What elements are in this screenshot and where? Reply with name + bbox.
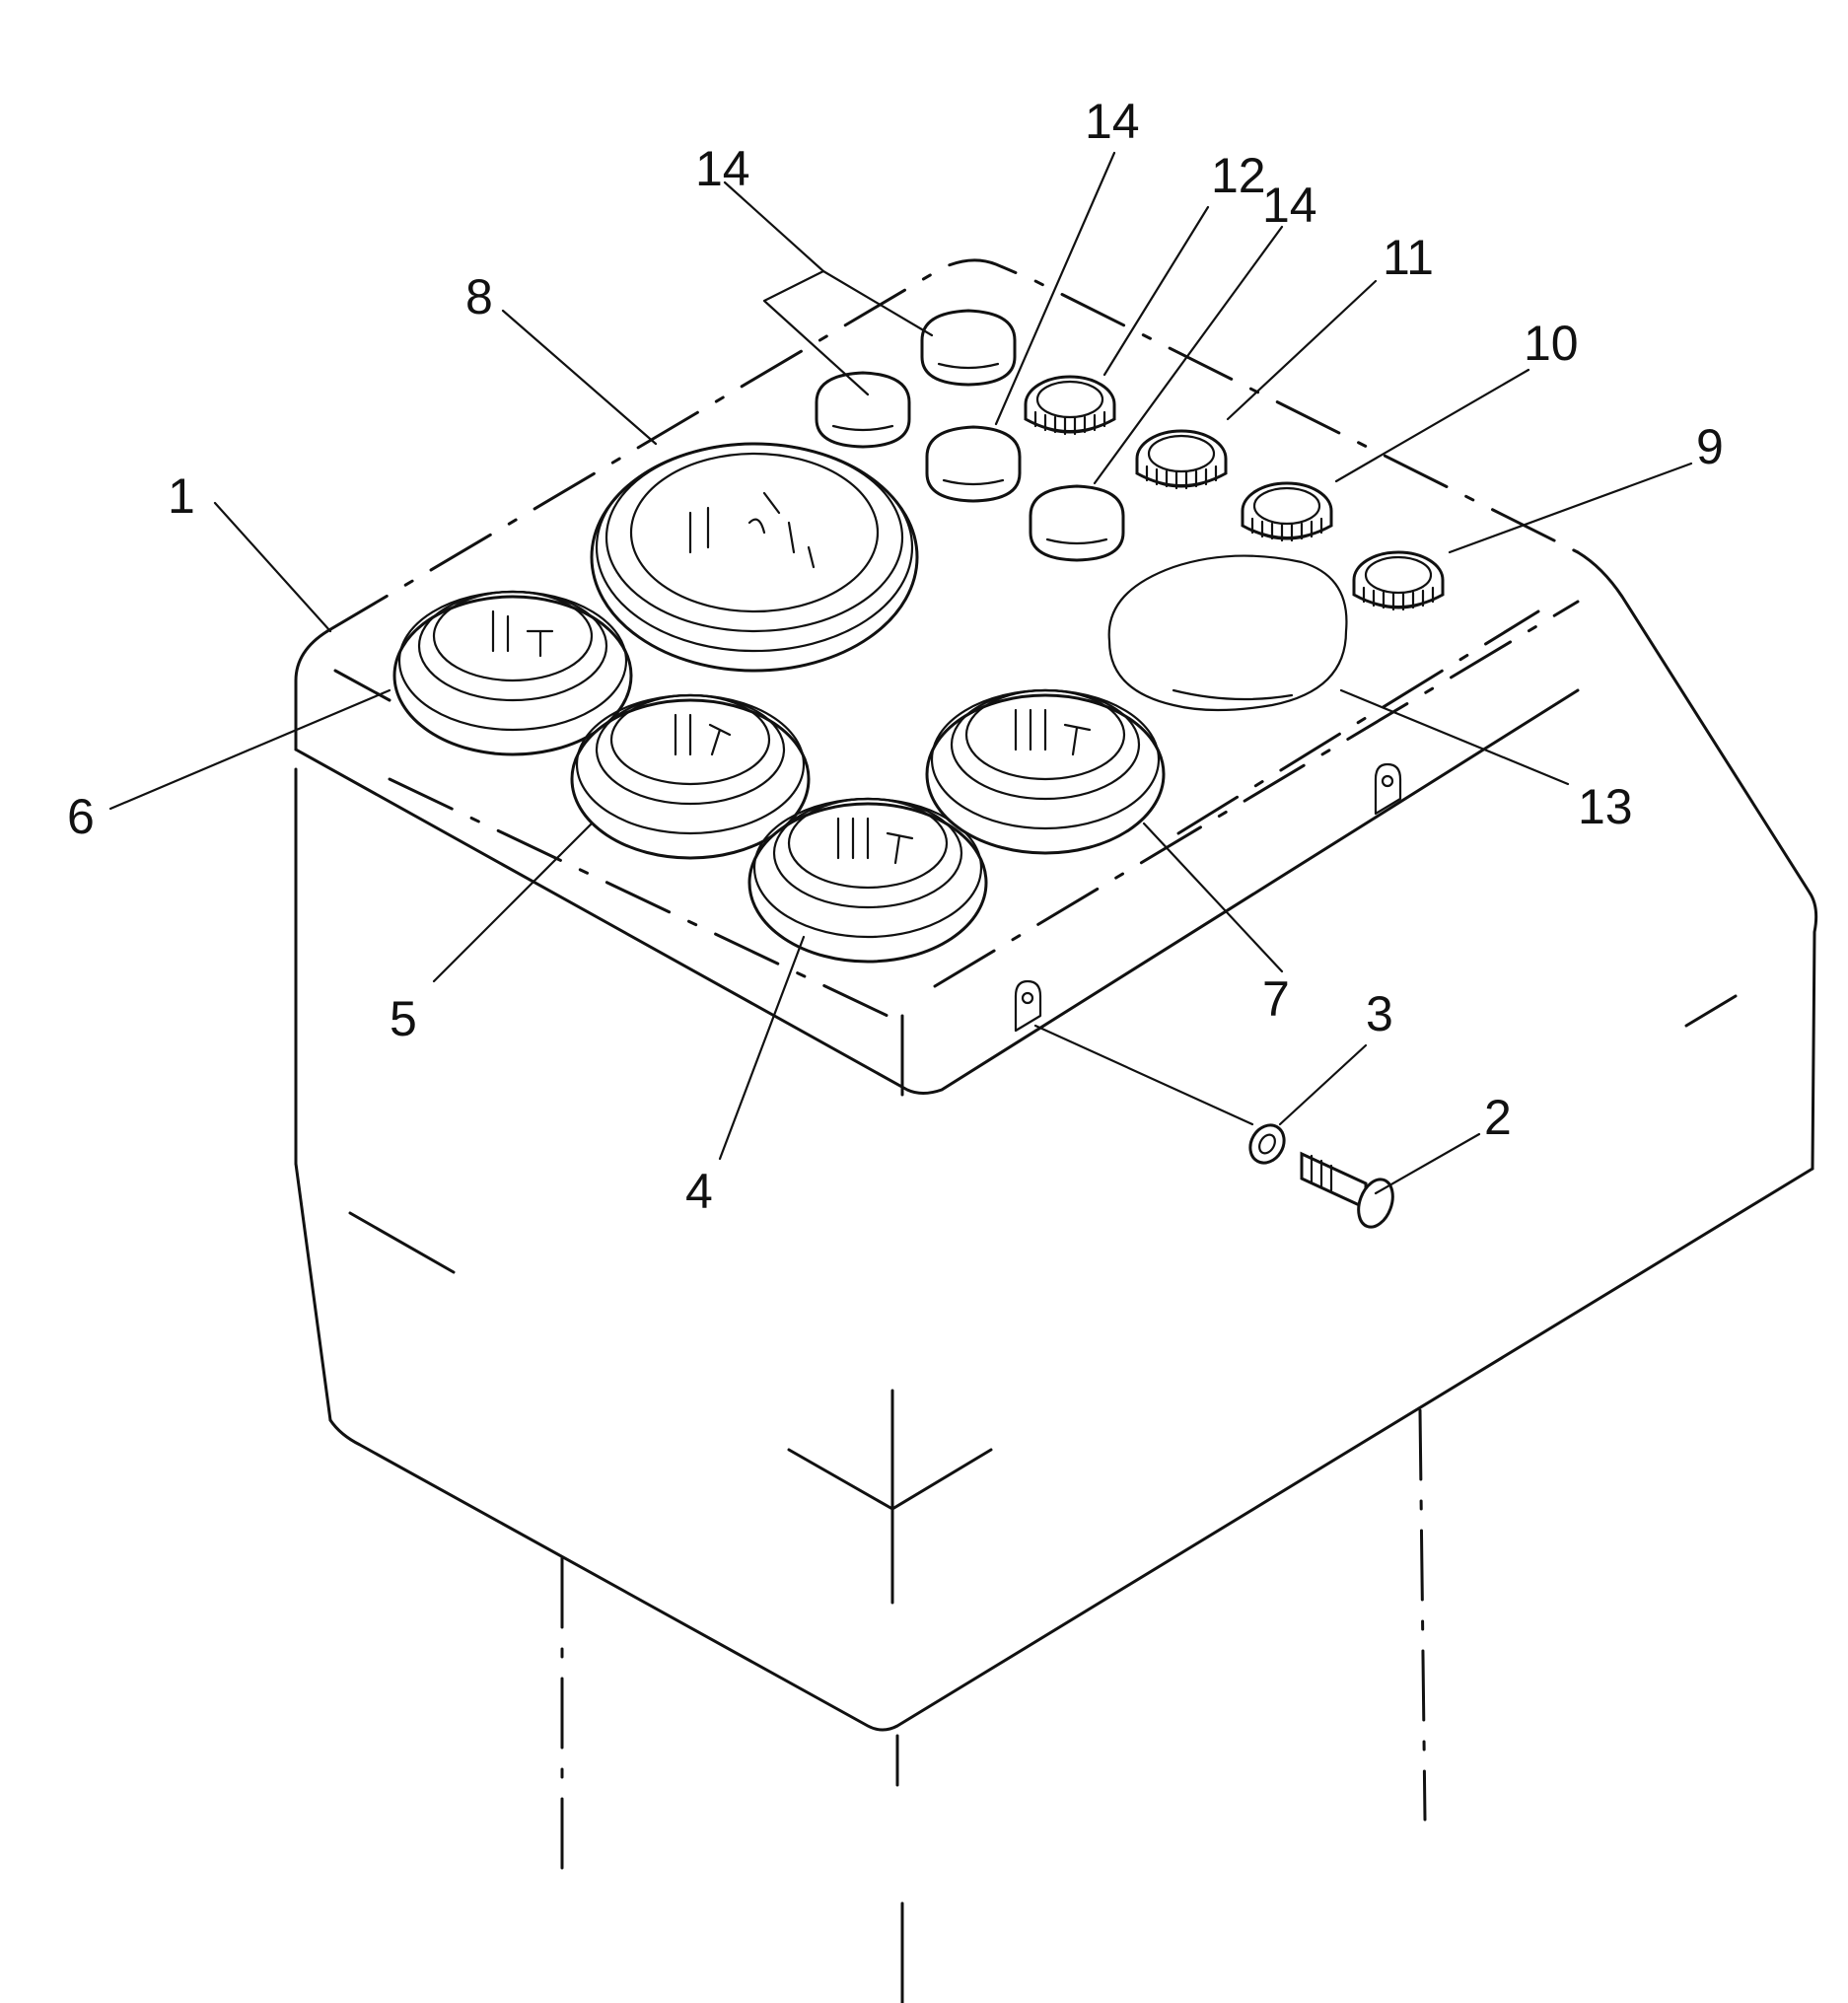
gauge-7: [925, 688, 1166, 855]
callout-11: 11: [1383, 230, 1434, 285]
callout-1: 1: [168, 468, 195, 524]
callout-4: 4: [685, 1164, 713, 1219]
knob-11: [1135, 429, 1228, 490]
callout-8: 8: [465, 269, 493, 324]
knob-12: [1024, 375, 1116, 436]
callout-5: 5: [390, 991, 417, 1046]
blank-plate: [1107, 554, 1348, 712]
callout-13: 13: [1578, 779, 1633, 834]
callout-labels: 1 2 3 4 5 6 7 8 9 10 11 12 13 14 14 14: [67, 94, 1724, 1219]
lamp-cap: [920, 309, 1017, 387]
gauge-4: [747, 797, 988, 964]
callout-2: 2: [1484, 1090, 1512, 1145]
knobs: [1024, 375, 1445, 611]
callout-6: 6: [67, 789, 95, 844]
lamp-caps: [815, 309, 1125, 562]
callout-10: 10: [1524, 316, 1579, 371]
knob-10: [1241, 481, 1333, 542]
callout-7: 7: [1262, 971, 1290, 1027]
callout-14-left: 14: [695, 141, 750, 196]
lamp-cap: [1029, 484, 1125, 562]
gauge-5: [570, 693, 811, 860]
leader-lines: [108, 151, 1693, 1195]
lamp-cap: [815, 371, 911, 449]
callout-9: 9: [1696, 419, 1724, 474]
callout-3: 3: [1366, 986, 1393, 1041]
large-gauge: [590, 442, 919, 673]
gauge-6: [392, 590, 633, 756]
washer: [1248, 1123, 1286, 1165]
callout-12: 12: [1211, 148, 1266, 203]
knob-9: [1352, 550, 1445, 611]
panel-housing: [294, 258, 1818, 2003]
callout-14-middle: 14: [1085, 94, 1140, 149]
callout-14-right: 14: [1262, 178, 1317, 233]
bolt: [1300, 1151, 1394, 1229]
lamp-cap: [925, 425, 1022, 503]
